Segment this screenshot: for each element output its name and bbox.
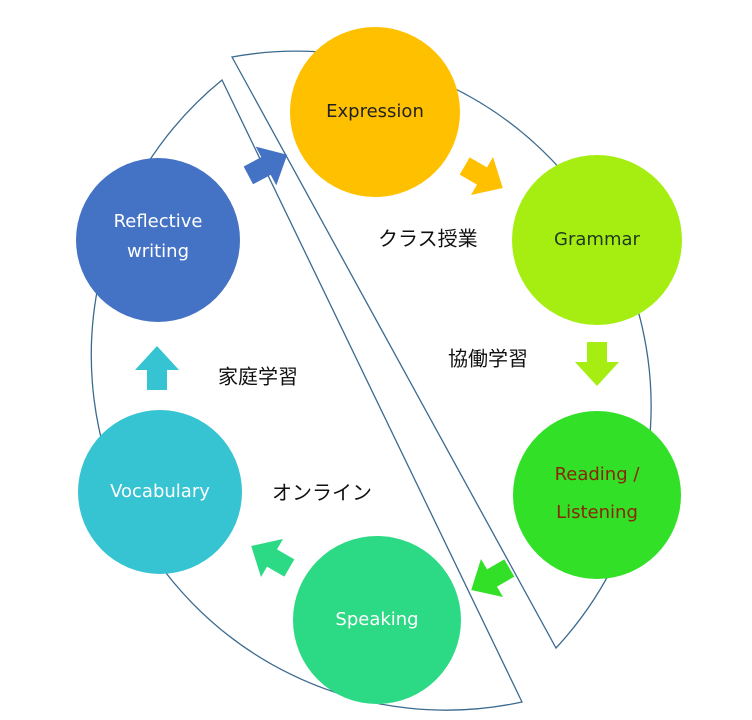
arrow-writing-to-expression (243, 146, 288, 186)
node-label: Reflective (114, 211, 203, 232)
node-reading-listening: Reading / Listening (513, 411, 681, 579)
node-label: Listening (556, 502, 638, 523)
label-home: 家庭学習 (218, 365, 298, 389)
node-vocabulary: Vocabulary (78, 410, 242, 574)
node-expression: Expression (290, 27, 460, 197)
arrow-speaking-to-vocabulary (251, 538, 295, 578)
node-label: Vocabulary (110, 481, 210, 502)
node-label: Grammar (554, 229, 640, 250)
label-online: オンライン (272, 481, 372, 505)
node-reflective-writing: Reflective writing (76, 158, 240, 322)
node-label: Speaking (335, 609, 418, 630)
arrow-reading-to-speaking (471, 558, 515, 598)
node-grammar: Grammar (512, 155, 682, 325)
node-speaking: Speaking (293, 536, 461, 704)
arrow-vocabulary-to-writing (135, 346, 179, 390)
label-classroom: クラス授業 (378, 227, 478, 251)
node-label: Reading / (555, 464, 641, 485)
node-label: Expression (326, 101, 424, 122)
node-label: writing (127, 241, 189, 262)
arrow-grammar-to-reading (575, 342, 619, 386)
arrow-expression-to-grammar (459, 156, 503, 196)
label-collaborative: 協働学習 (448, 347, 528, 371)
